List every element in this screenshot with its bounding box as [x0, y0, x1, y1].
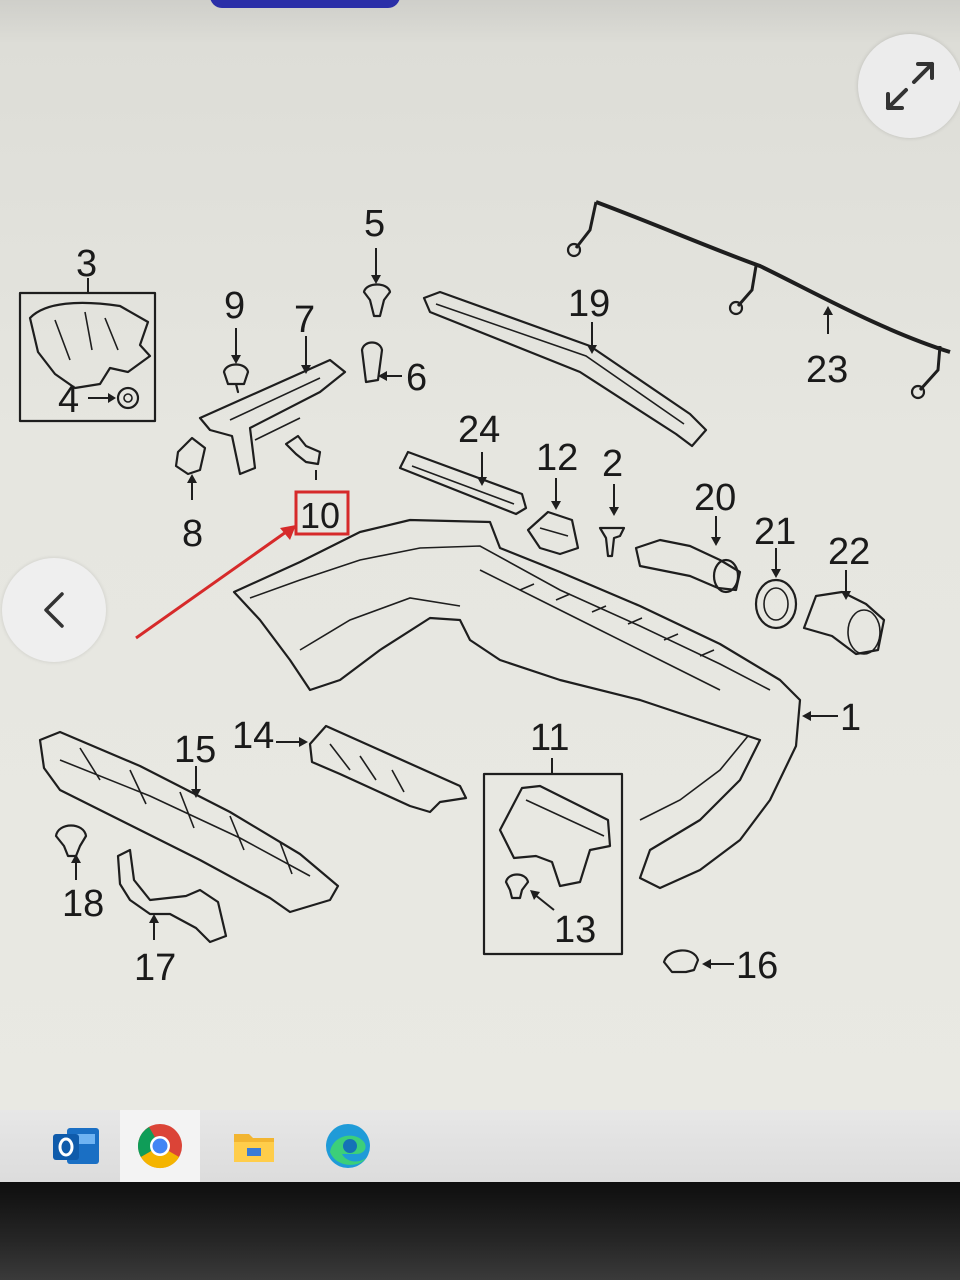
part-1-group	[232, 518, 838, 890]
part-20-park-sensor	[634, 538, 742, 592]
part-24-group	[398, 450, 528, 516]
callout-19: 19	[568, 283, 610, 325]
part-20-22-group	[634, 516, 886, 656]
callout-22: 22	[828, 531, 870, 573]
callout-7: 7	[294, 299, 315, 341]
callout-20: 20	[694, 477, 736, 519]
callout-17: 17	[134, 947, 176, 989]
browser-top-strip	[0, 0, 960, 42]
part-1-bumper-cover	[232, 518, 802, 890]
callout-4: 4	[58, 379, 79, 421]
part-15-energy-absorber	[38, 730, 340, 914]
chrome-icon	[137, 1124, 182, 1169]
callout-14: 14	[232, 715, 274, 757]
part-12-bracket	[526, 510, 580, 556]
red-annotation-arrow	[135, 530, 287, 640]
part-3-bracket	[28, 301, 152, 390]
taskbar-file-explorer[interactable]	[214, 1110, 294, 1182]
callout-9: 9	[224, 285, 245, 327]
callout-12: 12	[536, 437, 578, 479]
callout-6: 6	[406, 357, 427, 399]
part-13-nut	[504, 873, 530, 900]
browser-tab-indicator[interactable]	[210, 0, 400, 8]
callout-10: 10	[300, 495, 340, 536]
part-21-ring	[754, 578, 798, 630]
callout-24: 24	[458, 409, 500, 451]
callout-8: 8	[182, 513, 203, 555]
part-10-screw	[284, 434, 322, 466]
part-3-box	[18, 291, 157, 423]
callout-23: 23	[806, 349, 848, 391]
callout-21: 21	[754, 511, 796, 553]
part-11-13-group	[482, 758, 624, 956]
callout-2: 2	[602, 443, 623, 485]
part-22-sensor-bracket	[802, 590, 886, 656]
callout-13: 13	[554, 909, 596, 951]
callout-15: 15	[174, 729, 216, 771]
part-7-bracket-group	[174, 328, 347, 500]
taskbar-edge[interactable]	[308, 1110, 388, 1182]
expand-arrows-icon	[886, 62, 934, 110]
part-24-reflector	[398, 450, 528, 516]
part-12-2-group	[526, 478, 626, 558]
part-7-bracket	[198, 358, 347, 476]
part-5-rivet	[362, 283, 392, 318]
part-19-group	[422, 290, 708, 448]
part-10-highlight-box	[294, 490, 350, 536]
part-3-group	[18, 278, 157, 423]
callout-18: 18	[62, 883, 104, 925]
part-17-18-group	[54, 824, 228, 944]
taskbar-outlook[interactable]	[36, 1110, 116, 1182]
part-23-wiring-harness	[595, 200, 951, 354]
windows-taskbar	[0, 1110, 960, 1182]
callout-5: 5	[364, 203, 385, 245]
part-9-pushpin	[222, 363, 250, 394]
part-14-15-group	[38, 724, 468, 914]
part-16-group	[662, 949, 734, 974]
chevron-left-icon	[44, 592, 64, 628]
photo-of-screen: 1 2 3 4 5 6 7 8 9 10 11 12 13 14 15 16 1…	[0, 0, 960, 1110]
part-2-screw	[598, 526, 626, 558]
file-explorer-icon	[234, 1134, 274, 1162]
taskbar-chrome[interactable]	[120, 1110, 200, 1182]
back-button[interactable]	[2, 558, 106, 662]
part-6-pin	[360, 341, 384, 384]
edge-icon	[326, 1124, 370, 1168]
part-5-6-group	[360, 248, 402, 384]
outlook-icon	[53, 1128, 99, 1164]
callout-16: 16	[736, 945, 778, 987]
part-11-bracket	[498, 784, 612, 888]
part-23-group	[566, 200, 951, 400]
part-14-bracket	[308, 724, 468, 814]
callout-3: 3	[76, 243, 97, 285]
callout-11: 11	[530, 717, 569, 759]
monitor-bezel	[0, 1182, 960, 1280]
part-18-pushpin	[54, 824, 88, 858]
part-10-group	[135, 434, 350, 640]
part-17-bracket	[116, 848, 228, 944]
parts-diagram: 1 2 3 4 5 6 7 8 9 10 11 12 13 14 15 16 1…	[18, 200, 951, 989]
part-8-clip	[174, 436, 207, 476]
expand-button[interactable]	[858, 34, 960, 138]
part-4-washer	[116, 386, 140, 410]
part-19-absorber	[422, 290, 708, 448]
part-16-clip	[662, 949, 700, 974]
callout-1: 1	[840, 697, 861, 739]
